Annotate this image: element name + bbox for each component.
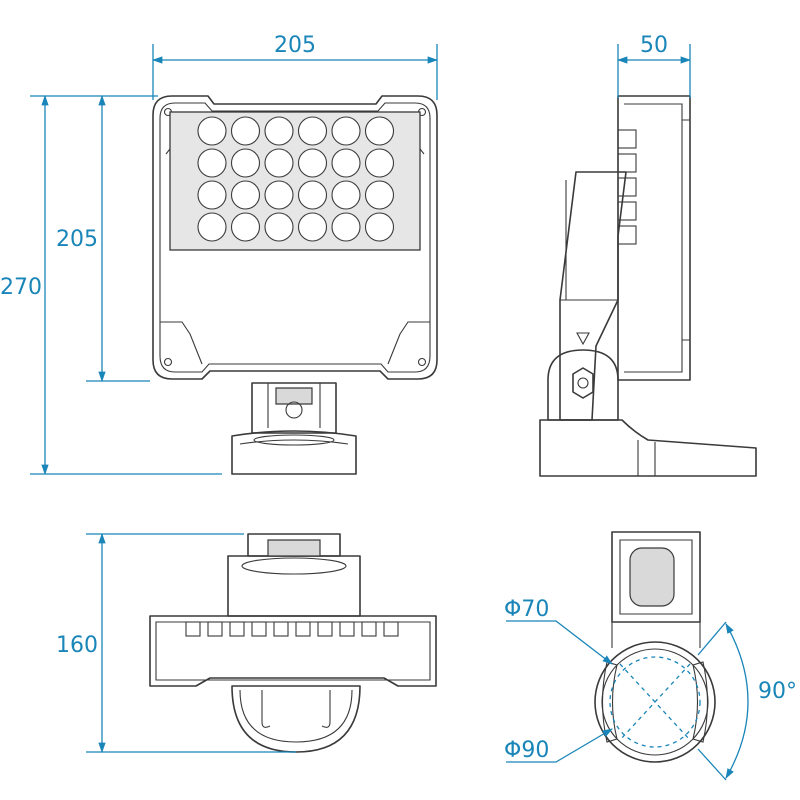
led-lens (331, 116, 361, 146)
cooling-fin (617, 225, 637, 245)
led-lens (297, 180, 328, 210)
bottom-housing (149, 615, 437, 687)
led-lens (230, 180, 261, 210)
rotation-angle-label: 90° (758, 679, 797, 704)
bottom-fins (185, 621, 399, 637)
led-lens (364, 116, 395, 146)
led-array (197, 116, 395, 242)
outer-diameter-label: Φ90 (504, 738, 549, 763)
led-lens (331, 180, 361, 210)
rotation-angle-callout: 90° (697, 621, 797, 781)
bottom-fin (273, 621, 289, 637)
bottom-fin (207, 621, 223, 637)
bottom-depth-dimension: 160 (56, 532, 296, 754)
outer-diameter-callout: Φ90 (504, 728, 613, 763)
led-lens (364, 148, 395, 178)
base-detail-view (594, 531, 716, 763)
led-lens (264, 116, 294, 146)
bottom-dome (231, 685, 361, 753)
front-view (152, 95, 438, 475)
bottom-depth-label: 160 (56, 633, 98, 658)
side-depth-label: 50 (640, 33, 668, 58)
inner-diameter-label: Φ70 (504, 597, 549, 622)
front-width-dimension: 205 (151, 33, 439, 100)
side-bracket (559, 171, 627, 421)
led-lens (197, 116, 227, 146)
side-lamp-body (617, 95, 691, 381)
front-width-label: 205 (274, 33, 316, 58)
inner-diameter-callout: Φ70 (504, 597, 613, 665)
led-lens (264, 212, 294, 242)
led-lens (297, 148, 328, 178)
bottom-fin (185, 621, 201, 637)
front-base (231, 430, 357, 475)
side-depth-dimension: 50 (616, 33, 692, 98)
bottom-fin (383, 621, 399, 637)
hex-nut-icon (572, 367, 594, 399)
cooling-fin (617, 177, 637, 197)
bottom-fin (251, 621, 267, 637)
front-total-height-dimension: 270 (0, 94, 222, 476)
side-cooling-fins (617, 129, 637, 245)
side-view (539, 95, 757, 477)
led-lens (197, 180, 227, 210)
led-lens (197, 148, 227, 178)
bottom-fin (317, 621, 333, 637)
screw-hole (163, 357, 173, 367)
led-lens (230, 148, 261, 178)
bottom-view (149, 533, 437, 753)
direction-arrow-icon (576, 332, 590, 346)
bottom-fin (339, 621, 355, 637)
side-base-foot (539, 419, 757, 477)
cooling-fin (617, 153, 637, 173)
bottom-fin (295, 621, 311, 637)
bottom-fin (361, 621, 377, 637)
led-lens (297, 116, 328, 146)
cooling-fin (617, 201, 637, 221)
led-lens (264, 180, 294, 210)
front-total-height-label: 270 (0, 275, 42, 300)
cooling-fin (617, 129, 637, 149)
front-body-height-dimension: 205 (56, 94, 150, 383)
led-lens (230, 116, 261, 146)
screw-hole (417, 357, 427, 367)
led-lens (264, 148, 294, 178)
led-lens (331, 148, 361, 178)
led-lens (331, 212, 361, 242)
led-lens (230, 212, 261, 242)
bottom-fin (229, 621, 245, 637)
front-body-height-label: 205 (56, 227, 98, 252)
led-lens (364, 212, 395, 242)
front-housing (152, 95, 438, 380)
led-lens (297, 212, 328, 242)
led-lens (364, 180, 395, 210)
base-outer-ring (594, 641, 716, 763)
led-lens (197, 212, 227, 242)
mounting-slot (692, 661, 709, 743)
